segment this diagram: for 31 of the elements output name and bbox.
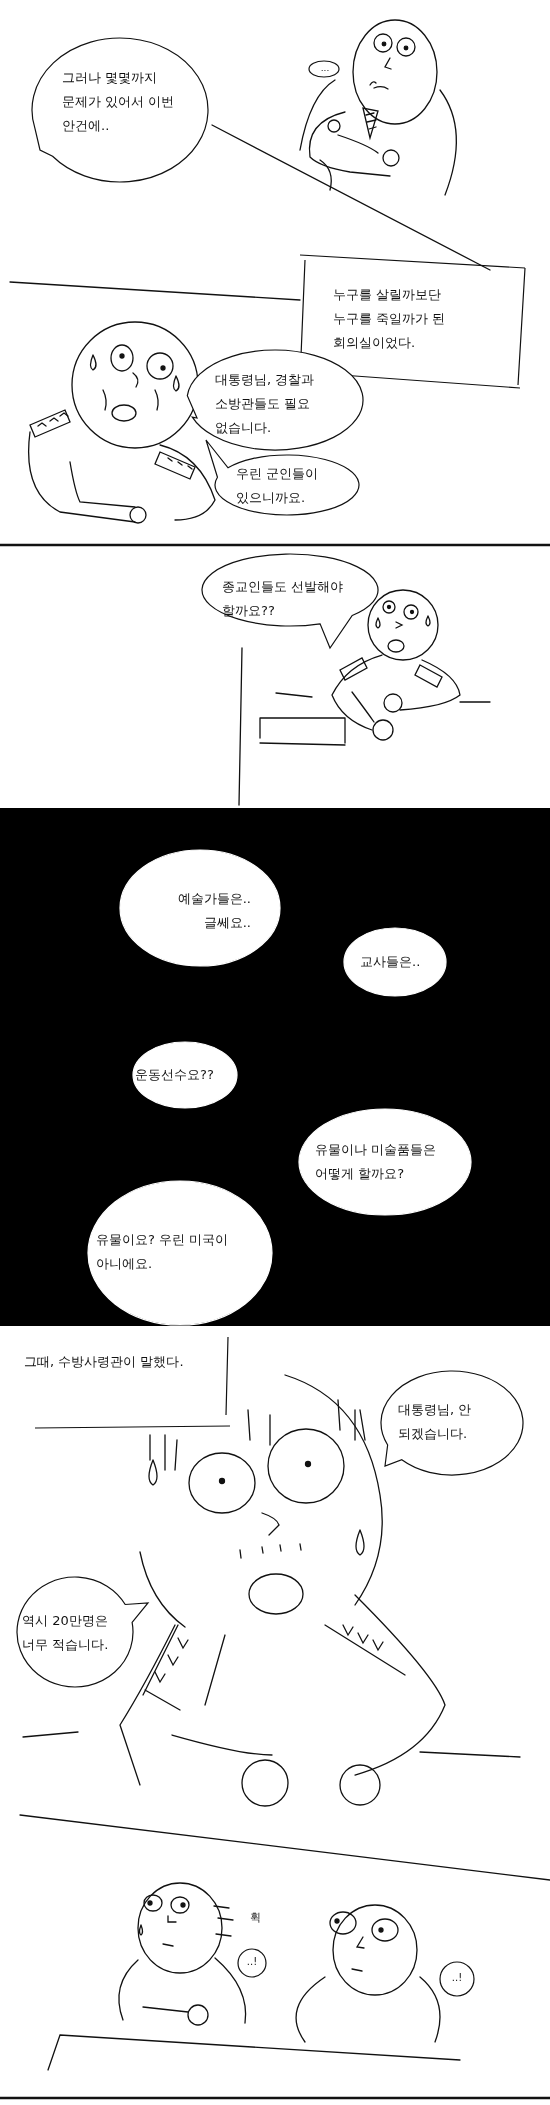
speech-text: ...: [319, 62, 331, 75]
speech-text: 대통령님, 경찰과 소방관들도 필요 없습니다.: [215, 371, 316, 437]
speech-text: 유물이나 미술품들은 어떻게 할까요?: [315, 1141, 438, 1183]
speech-text: 유물이요? 우린 미국이 아니에요.: [96, 1231, 230, 1273]
caption-text: 그때, 수방사령관이 말했다.: [24, 1353, 185, 1371]
speech-text: ..!: [450, 1971, 464, 1985]
speech-text: ..!: [245, 1955, 259, 1969]
speech-bubble: [438, 1960, 476, 1998]
speech-bubble: [86, 1179, 274, 1327]
speech-bubble: [204, 438, 361, 517]
sound-effect-text: 휙: [250, 1912, 261, 1923]
speech-text: 그러나 몇몇까지 문제가 있어서 이번 안건에..: [62, 69, 176, 135]
speech-text: 교사들은..: [360, 953, 422, 971]
speech-bubble: [15, 1575, 150, 1689]
speech-bubble: [131, 1040, 239, 1110]
speech-text: 우린 군인들이 있으니까요.: [236, 465, 320, 507]
caption-text: 누구를 살릴까보단 누구를 죽일까가 된 회의실이었다.: [333, 286, 447, 352]
speech-text: 운동선수요??: [135, 1066, 215, 1084]
speech-text: 대통령님, 안 되겠습니다.: [398, 1401, 473, 1443]
speech-bubble: [200, 552, 380, 650]
speech-bubble: [342, 926, 448, 998]
speech-text: 역시 20만명은 너무 적습니다.: [22, 1612, 110, 1654]
speech-bubble: [185, 348, 365, 452]
speech-bubble: [236, 1947, 268, 1979]
speech-bubble: [379, 1369, 525, 1477]
speech-text: 종교인들도 선발해야 할까요??: [222, 578, 345, 620]
speech-bubble: [30, 36, 210, 184]
speech-bubble: [297, 1107, 473, 1217]
speech-bubble: [307, 59, 341, 79]
speech-bubble: [118, 848, 282, 968]
speech-text: 예술가들은.. 글쎄요..: [176, 890, 251, 932]
